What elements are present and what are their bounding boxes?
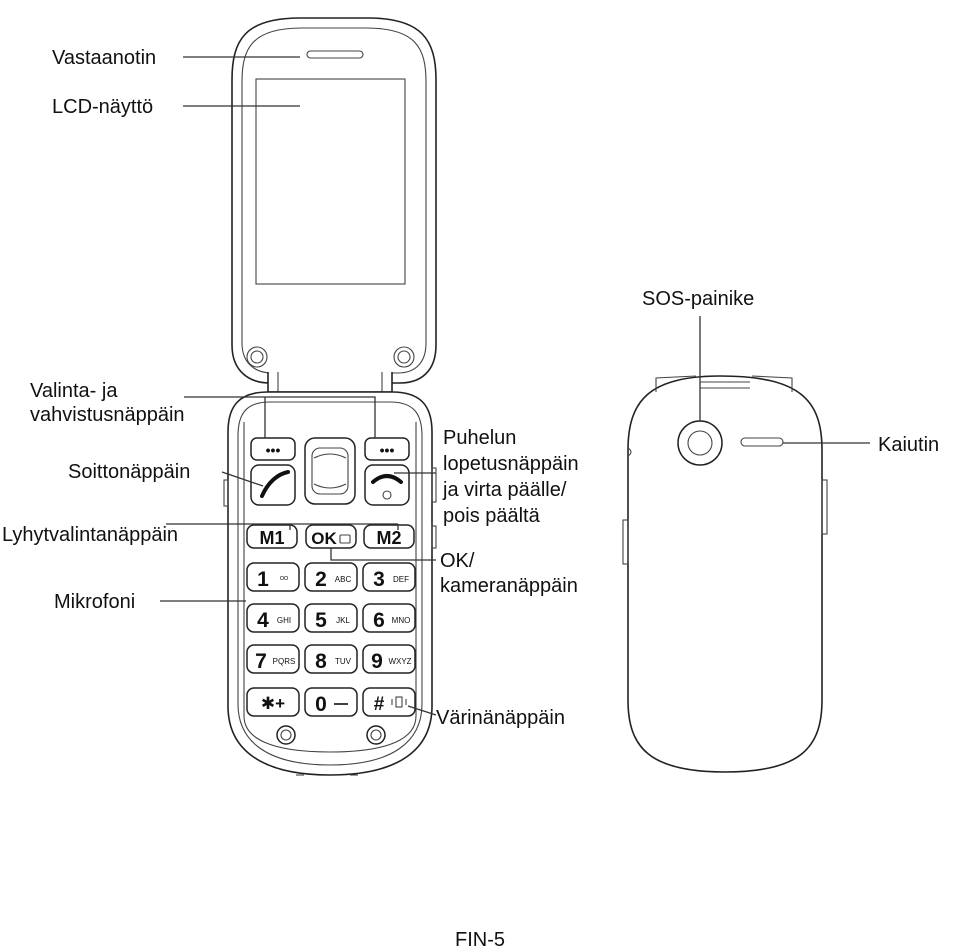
key-3-digit: 3 (373, 568, 385, 591)
phone-icon (260, 470, 290, 498)
vibrate-icon (395, 696, 403, 708)
label-vibrate: Värinänäppäin (436, 707, 565, 729)
label-microphone: Mikrofoni (54, 591, 135, 613)
key-7[interactable]: 7 PQRS (246, 644, 300, 674)
key-1-digit: 1 (257, 568, 269, 591)
key-1[interactable]: 1 ᴼᴼ (246, 562, 300, 592)
earpiece (306, 50, 364, 59)
label-select-2: vahvistusnäppäin (30, 404, 185, 426)
hinge-left (246, 346, 268, 368)
key-1-letters: ᴼᴼ (280, 575, 288, 584)
ok-camera-key[interactable]: OK (305, 524, 357, 549)
label-end-1: Puhelun (443, 427, 516, 449)
speaker-grille (740, 437, 784, 447)
label-lcd: LCD-näyttö (52, 96, 153, 118)
label-call: Soittonäppäin (68, 461, 190, 483)
key-2-digit: 2 (315, 568, 327, 591)
label-end-3: ja virta päälle/ (442, 479, 567, 501)
lcd-screen (255, 78, 406, 285)
key-3-letters: DEF (393, 575, 409, 584)
label-speaker: Kaiutin (878, 434, 939, 456)
label-ok-1: OK/ (440, 550, 475, 572)
label-select-1: Valinta- ja (30, 380, 118, 402)
key-8-letters: TUV (335, 657, 352, 666)
key-5-letters: JKL (336, 616, 350, 625)
key-9-letters: WXYZ (388, 657, 411, 666)
key-3[interactable]: 3 DEF (362, 562, 416, 592)
callout-labels: Vastaanotin LCD-näyttö Valinta- ja vahvi… (2, 47, 939, 729)
bottom-right-button (366, 725, 386, 745)
key-5-digit: 5 (315, 609, 327, 632)
key-8-digit: 8 (315, 650, 327, 673)
label-earpiece: Vastaanotin (52, 47, 156, 69)
key-hash-vibrate[interactable]: # (362, 687, 416, 717)
key-0[interactable]: 0 (304, 687, 358, 717)
key-2[interactable]: 2 ABC (304, 562, 358, 592)
key-2-letters: ABC (335, 575, 352, 584)
key-hash-label: # (374, 694, 385, 715)
key-4[interactable]: 4 GHI (246, 603, 300, 633)
leader-lines (160, 56, 870, 716)
key-0-digit: 0 (315, 693, 327, 716)
key-9-digit: 9 (371, 650, 383, 673)
ok-label: OK (311, 529, 337, 548)
key-8[interactable]: 8 TUV (304, 644, 358, 674)
bottom-left-button (276, 725, 296, 745)
call-button[interactable] (250, 464, 296, 506)
label-ok-2: kameranäppäin (440, 575, 578, 597)
memory-key-m2[interactable]: M2 (363, 524, 415, 549)
key-6[interactable]: 6 MNO (362, 603, 416, 633)
key-6-letters: MNO (392, 616, 411, 625)
key-9[interactable]: 9 WXYZ (362, 644, 416, 674)
key-4-letters: GHI (277, 616, 291, 625)
power-icon (382, 490, 392, 500)
page-number: FIN-5 (455, 929, 505, 951)
phone-back (622, 375, 828, 773)
m1-label: M1 (259, 528, 284, 548)
label-end-2: lopetusnäppäin (443, 453, 579, 475)
right-soft-key-label: ••• (380, 442, 395, 458)
key-4-digit: 4 (257, 609, 269, 632)
hinge-right (393, 346, 415, 368)
label-sos: SOS-painike (642, 288, 754, 310)
key-7-digit: 7 (255, 650, 267, 673)
end-call-power-button[interactable] (364, 464, 410, 506)
key-star[interactable]: ✱+ (246, 687, 300, 717)
label-speed-dial: Lyhytvalintanäppäin (2, 524, 178, 546)
memory-key-m1[interactable]: M1 (246, 524, 298, 549)
phone-lid (231, 17, 437, 384)
right-soft-key[interactable]: ••• (364, 437, 410, 461)
label-end-4: pois päältä (443, 505, 541, 527)
left-soft-key-label: ••• (266, 442, 281, 458)
key-7-letters: PQRS (273, 657, 296, 666)
number-keypad: 1 ᴼᴼ 2 ABC 3 DEF 4 GHI 5 JKL 6 MNO 7 PQR… (246, 562, 416, 717)
hinge (267, 372, 393, 393)
m2-label: M2 (376, 528, 401, 548)
left-soft-key[interactable]: ••• (250, 437, 296, 461)
key-star-label: ✱+ (261, 694, 285, 713)
key-6-digit: 6 (373, 609, 385, 632)
hangup-icon (371, 474, 403, 484)
camera-icon (339, 534, 351, 544)
navigation-key[interactable] (304, 437, 356, 505)
sos-button[interactable] (677, 420, 723, 466)
key-5[interactable]: 5 JKL (304, 603, 358, 633)
